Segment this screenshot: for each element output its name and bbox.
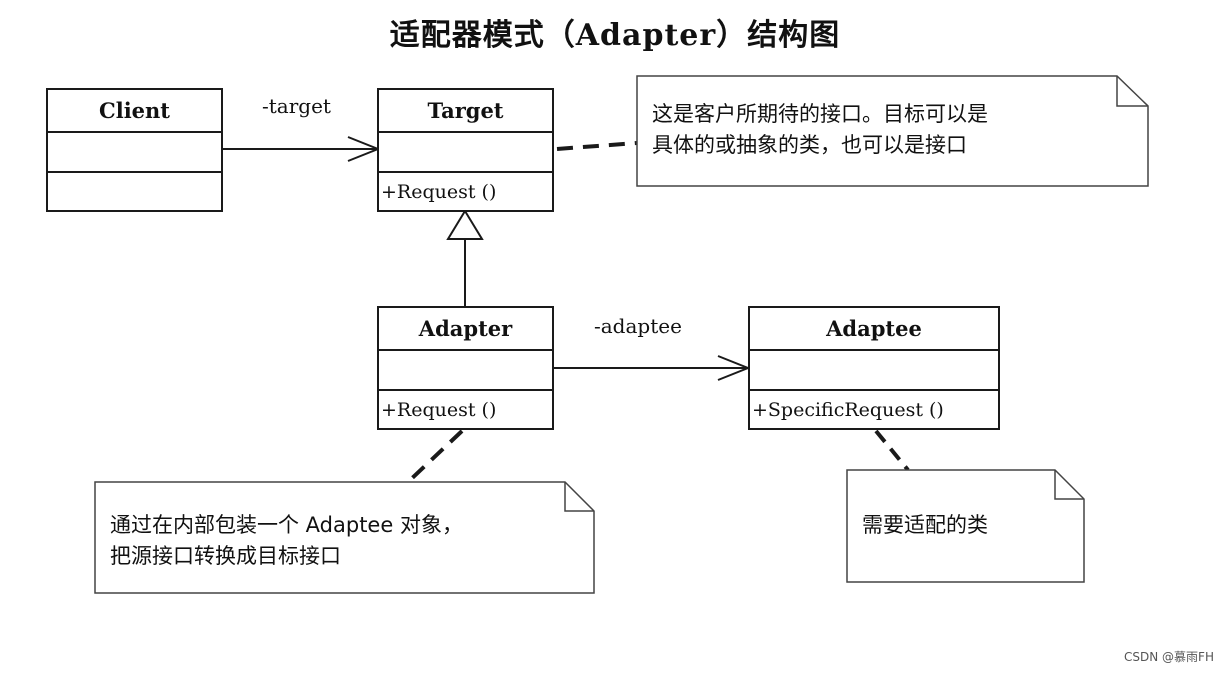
note-link-adaptee: [874, 429, 910, 472]
class-operation: +SpecificRequest (): [752, 398, 944, 421]
note-line: 需要适配的类: [862, 513, 988, 537]
class-operation: +Request (): [381, 398, 497, 421]
class-attributes: [379, 133, 552, 173]
class-target: Target +Request (): [377, 88, 554, 212]
note-target: [636, 75, 1149, 187]
note-line: 这是客户所期待的接口。目标可以是: [652, 102, 988, 126]
class-name: Target: [379, 90, 552, 133]
note-line: 把源接口转换成目标接口: [110, 544, 341, 568]
note-text-target: 这是客户所期待的接口。目标可以是 具体的或抽象的类，也可以是接口: [652, 99, 988, 161]
class-operations: [48, 173, 221, 210]
class-name: Adapter: [379, 308, 552, 351]
note-line: 具体的或抽象的类，也可以是接口: [652, 133, 967, 157]
note-link-target: [556, 141, 638, 151]
note-text-adapter: 通过在内部包装一个 Adaptee 对象， 把源接口转换成目标接口: [110, 510, 463, 572]
class-attributes: [48, 133, 221, 173]
role-label-target: -target: [262, 94, 331, 118]
class-adaptee: Adaptee +SpecificRequest (): [748, 306, 1000, 430]
class-attributes: [379, 351, 552, 391]
note-adapter: [94, 481, 595, 594]
class-operation: +Request (): [381, 180, 497, 203]
note-line: 通过在内部包装一个 Adaptee 对象，: [110, 513, 463, 537]
note-adaptee: [846, 469, 1085, 583]
diagram-title: 适配器模式（Adapter）结构图: [389, 18, 841, 53]
class-name: Client: [48, 90, 221, 133]
class-attributes: [750, 351, 998, 391]
class-adapter: Adapter +Request (): [377, 306, 554, 430]
note-link-adapter: [406, 429, 464, 484]
watermark: CSDN @慕雨FH: [1124, 650, 1214, 664]
class-name: Adaptee: [750, 308, 998, 351]
generalization-triangle: [446, 209, 484, 240]
class-client: Client: [46, 88, 223, 212]
note-text-adaptee: 需要适配的类: [862, 510, 988, 541]
role-label-adaptee: -adaptee: [594, 314, 682, 338]
